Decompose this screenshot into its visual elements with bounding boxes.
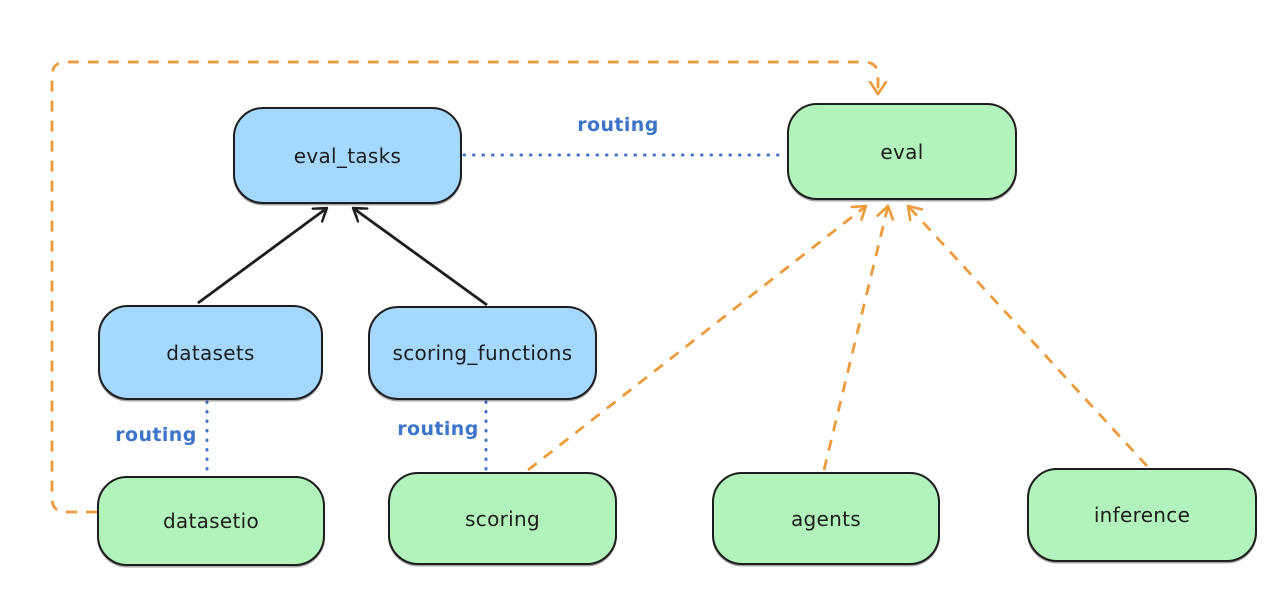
node-eval: eval [787,103,1017,200]
node-agents: agents [712,472,940,565]
node-inference: inference [1027,468,1257,562]
node-datasets-label: datasets [166,340,255,365]
routing-label-eval-tasks-eval: routing [577,114,659,136]
node-inference-label: inference [1093,503,1191,527]
node-scoring-label: scoring [465,506,540,531]
node-scoring-functions: scoring_functions [368,306,597,400]
node-eval-tasks-label: eval_tasks [293,143,402,168]
node-scoring: scoring [388,472,617,565]
node-datasets: datasets [98,305,323,400]
node-agents-label: agents [791,506,861,531]
edge-inference-to-eval [908,206,1149,467]
edge-datasetio-to-eval [50,60,878,514]
node-eval-label: eval [880,139,924,164]
node-datasetio-label: datasetio [162,509,260,533]
routing-label-scoring-functions-scoring: routing [397,418,479,440]
edge-datasets-to-eval-tasks [197,208,327,305]
edge-agents-to-eval [822,206,888,471]
node-datasetio: datasetio [97,476,325,566]
edge-scoring-functions-to-eval-tasks [353,208,488,307]
routing-label-datasets-datasetio: routing [115,424,197,446]
node-scoring-functions-label: scoring_functions [392,341,573,365]
node-eval-tasks: eval_tasks [233,107,462,204]
